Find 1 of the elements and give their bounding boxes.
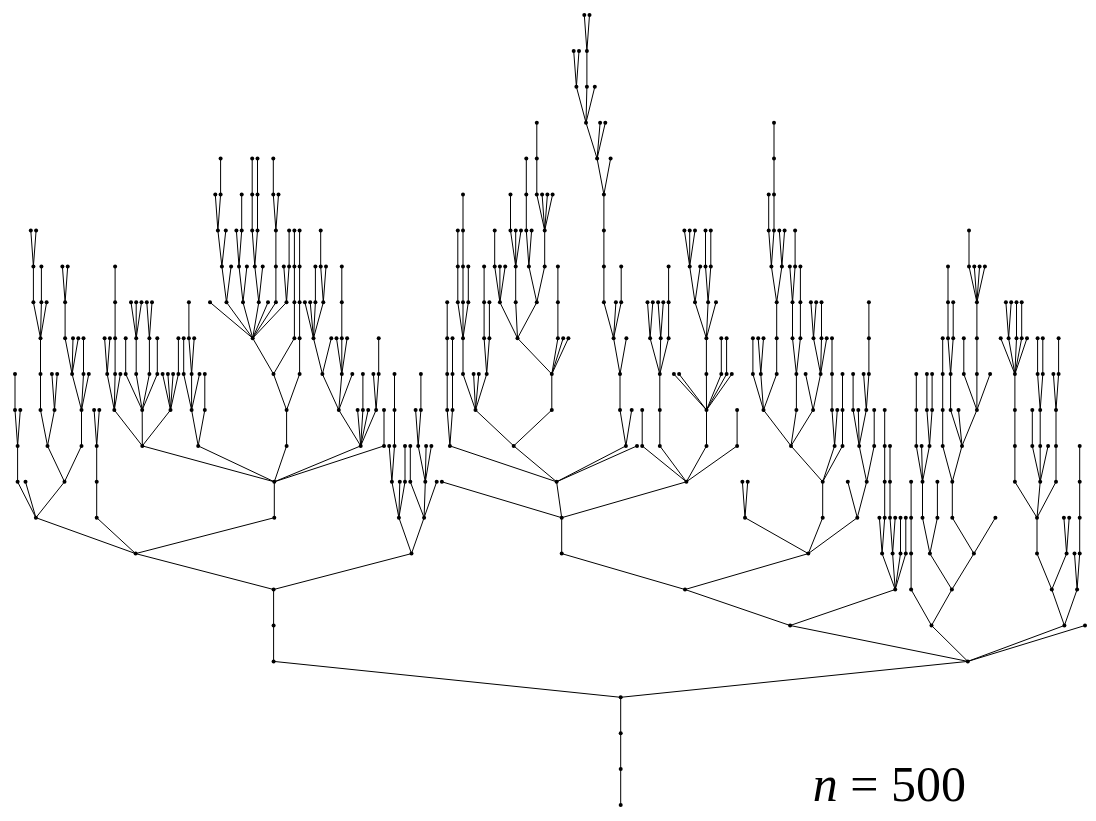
caption: n = 500 [812,755,966,813]
